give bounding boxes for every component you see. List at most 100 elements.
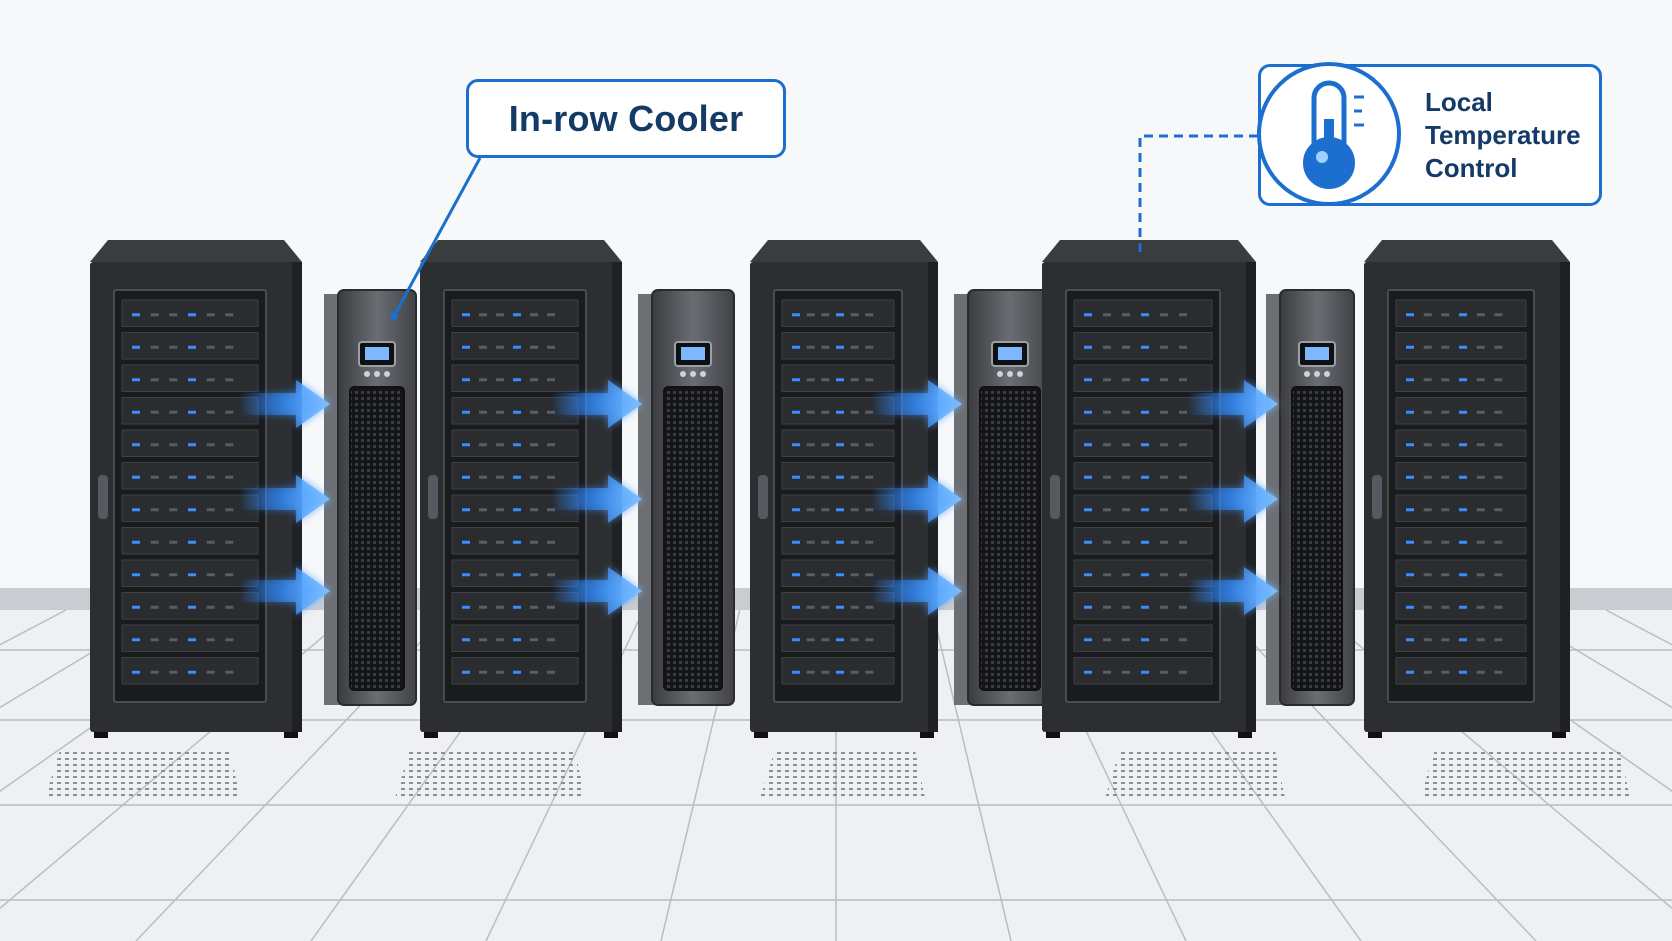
status-led xyxy=(1406,573,1414,577)
status-led xyxy=(513,670,521,674)
status-led xyxy=(1406,410,1414,414)
status-led xyxy=(1441,313,1450,317)
status-led xyxy=(496,605,504,609)
status-led xyxy=(821,508,830,512)
status-led xyxy=(821,605,830,609)
status-led xyxy=(836,605,844,609)
status-led xyxy=(169,443,178,447)
status-led xyxy=(150,378,159,382)
status-led xyxy=(1476,573,1485,577)
status-led xyxy=(821,670,830,674)
status-led xyxy=(865,573,874,577)
temp-label-line-1: Local xyxy=(1425,86,1493,117)
control-button xyxy=(374,371,380,377)
status-led xyxy=(1160,638,1168,642)
status-led xyxy=(1179,638,1187,642)
status-led xyxy=(865,443,874,447)
status-led xyxy=(169,540,178,544)
status-led xyxy=(479,605,487,609)
airflow-arrow xyxy=(240,380,330,428)
cold-air-arrow xyxy=(1188,380,1278,428)
rack-foot xyxy=(1552,732,1566,738)
temperature-leader-line xyxy=(1138,134,1258,256)
control-button xyxy=(1007,371,1013,377)
cooler-leader-line xyxy=(392,157,482,317)
cold-air-arrow xyxy=(552,475,642,523)
status-led xyxy=(1103,443,1111,447)
temp-label-line-2: Temperature xyxy=(1425,119,1581,150)
status-led xyxy=(1441,670,1450,674)
cold-air-arrow xyxy=(872,567,962,615)
status-led xyxy=(1476,345,1485,349)
cold-air-arrow xyxy=(1188,475,1278,523)
status-led xyxy=(1441,378,1450,382)
status-led xyxy=(1141,638,1149,642)
status-led xyxy=(836,475,844,479)
rack-foot xyxy=(424,732,438,738)
status-led xyxy=(806,345,815,349)
rack-foot xyxy=(604,732,618,738)
equipment-row xyxy=(90,240,1570,738)
status-led xyxy=(206,638,215,642)
status-led xyxy=(792,540,800,544)
status-led xyxy=(479,378,487,382)
status-led xyxy=(225,573,234,577)
status-led xyxy=(547,345,555,349)
cold-air-arrow xyxy=(1188,567,1278,615)
status-led xyxy=(513,573,521,577)
perforated-tile xyxy=(760,750,925,798)
status-led xyxy=(792,475,800,479)
status-led xyxy=(865,508,874,512)
status-led xyxy=(1141,443,1149,447)
status-led xyxy=(496,508,504,512)
status-led xyxy=(1122,475,1130,479)
airflow-arrow xyxy=(1188,475,1278,523)
status-led xyxy=(792,573,800,577)
status-led xyxy=(821,378,830,382)
control-button xyxy=(1017,371,1023,377)
status-led xyxy=(188,638,196,642)
status-led xyxy=(513,540,521,544)
cooler-vent-grille xyxy=(349,386,405,691)
cold-air-arrow xyxy=(872,475,962,523)
status-led xyxy=(547,638,555,642)
status-led xyxy=(1423,508,1432,512)
status-led xyxy=(1476,475,1485,479)
status-led xyxy=(865,540,874,544)
display-screen xyxy=(1305,347,1329,360)
status-led xyxy=(1141,573,1149,577)
status-led xyxy=(1141,410,1149,414)
status-led xyxy=(1160,378,1168,382)
status-led xyxy=(1141,605,1149,609)
status-led xyxy=(225,410,234,414)
status-led xyxy=(169,573,178,577)
status-led xyxy=(1179,508,1187,512)
status-led xyxy=(462,605,470,609)
status-led xyxy=(821,638,830,642)
status-led xyxy=(850,410,859,414)
status-led xyxy=(462,410,470,414)
status-led xyxy=(1141,508,1149,512)
status-led xyxy=(1103,670,1111,674)
status-led xyxy=(188,605,196,609)
status-led xyxy=(530,540,538,544)
status-led xyxy=(462,378,470,382)
status-led xyxy=(479,313,487,317)
status-led xyxy=(169,378,178,382)
rack-handle xyxy=(98,475,108,519)
status-led xyxy=(1441,605,1450,609)
status-led xyxy=(1103,573,1111,577)
status-led xyxy=(1103,345,1111,349)
status-led xyxy=(1103,605,1111,609)
status-led xyxy=(1423,410,1432,414)
status-led xyxy=(850,313,859,317)
status-led xyxy=(150,508,159,512)
status-led xyxy=(792,313,800,317)
status-led xyxy=(865,313,874,317)
status-led xyxy=(850,508,859,512)
control-button xyxy=(1324,371,1330,377)
control-button xyxy=(1304,371,1310,377)
status-led xyxy=(188,508,196,512)
status-led xyxy=(225,345,234,349)
